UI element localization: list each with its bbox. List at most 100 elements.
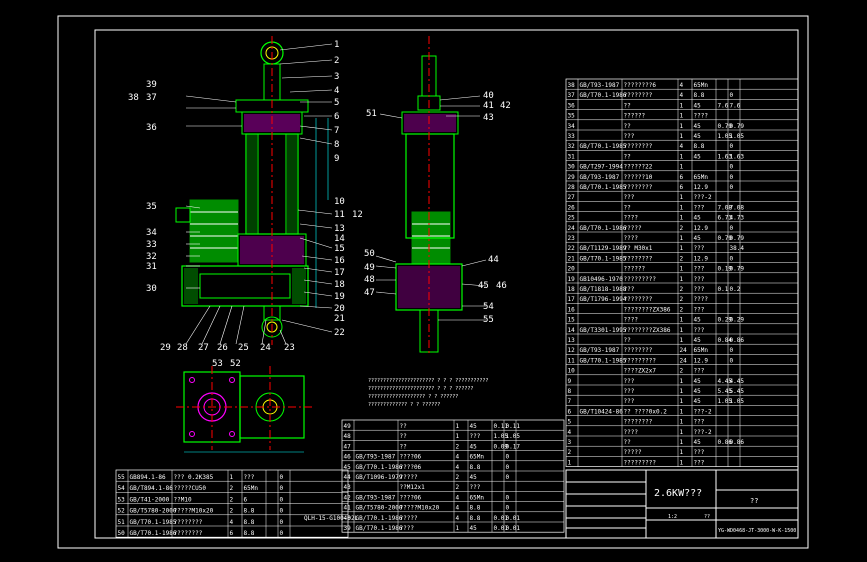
balloon-23: 23 <box>284 343 295 353</box>
table-right-cell: 1 <box>680 266 684 273</box>
table-right-cell: 24 <box>680 357 688 364</box>
table-right-cell: 1 <box>680 408 684 415</box>
balloon-44: 44 <box>488 255 499 265</box>
table-right-cell: 9 <box>568 378 572 385</box>
table-right-cell: 1 <box>680 317 684 324</box>
table-bl-cell: 0 <box>280 508 284 515</box>
table-right-cell: ??? <box>624 194 635 201</box>
table-right-cell: 38.4 <box>730 245 745 252</box>
table-right-cell: 1 <box>680 123 684 130</box>
table-bm-cell: 0.11 <box>506 423 521 430</box>
table-right-cell: 1 <box>680 388 684 395</box>
table-right-cell: 45 <box>694 439 702 446</box>
table-bm-cell: 49 <box>344 423 352 430</box>
table-right-cell: 45 <box>694 123 702 130</box>
table-right-cell: 1.05 <box>730 398 745 405</box>
table-bl-cell: GB/T41-2000 <box>130 496 170 503</box>
table-bm-cell: GB/T5780-2000 <box>356 505 403 512</box>
table-right-cell: 0 <box>730 143 734 150</box>
balloon-21: 21 <box>334 314 345 324</box>
balloon-22: 22 <box>334 328 345 338</box>
table-right-cell: 0 <box>730 255 734 262</box>
table-right-cell: ?? <box>624 153 632 160</box>
balloon-28: 28 <box>177 343 188 353</box>
table-right-cell: 8 <box>568 388 572 395</box>
table-bm-frame <box>341 419 565 533</box>
table-bm-cell: 8.8 <box>470 464 481 471</box>
table-right-cell: 0 <box>730 92 734 99</box>
balloon-6: 6 <box>334 112 339 122</box>
outer-border <box>57 15 809 549</box>
table-right-cell: ?? <box>624 337 632 344</box>
table-right-cell: 0.79 <box>718 235 733 242</box>
table-bm-cell: GB/T1096-1979 <box>356 474 403 481</box>
table-right-cell: 2 <box>680 255 684 262</box>
table-right-cell: 0.79 <box>718 123 733 130</box>
table-right-cell: 0.29 <box>730 317 745 324</box>
table-bl-cell: 55 <box>118 474 126 481</box>
table-right-cell: 1.05 <box>718 398 733 405</box>
table-right-cell: 1.63 <box>718 153 733 160</box>
table-right-cell: 45 <box>694 378 702 385</box>
table-right-cell: 7.08 <box>730 204 745 211</box>
table-bm-cell: 8.8 <box>470 515 481 522</box>
balloon-35: 35 <box>146 202 157 212</box>
table-right-cell: ???????? <box>624 255 653 262</box>
balloon-52: 52 <box>230 359 241 369</box>
table-right-cell: ??? <box>694 306 705 313</box>
balloon-50: 50 <box>364 249 375 259</box>
balloon-37: 37 <box>146 93 157 103</box>
table-right-cell: 7.08 <box>718 204 733 211</box>
table-right-cell: 65Mn <box>694 174 709 181</box>
table-right-cell: ???-2 <box>694 429 712 436</box>
table-right-cell: ????????? <box>624 357 657 364</box>
note-line-4: ????????????? ? ? ?????? <box>368 402 440 408</box>
table-right-cell: ???? <box>694 113 709 120</box>
table-bm-cell: ?? <box>400 433 408 440</box>
table-bm-cell: 2 <box>456 484 460 491</box>
table-right-cell: 0.79 <box>730 266 745 273</box>
table-bl-cell: ??M10 <box>174 496 192 503</box>
table-right-cell: ?????? <box>624 113 646 120</box>
table-bm-cell: 4 <box>456 505 460 512</box>
table-bl-cell: 2 <box>230 496 234 503</box>
table-right-cell: 1 <box>680 429 684 436</box>
balloon-43: 43 <box>483 113 494 123</box>
table-bm-cell: ?????M10x20 <box>400 505 440 512</box>
table-right-cell: ???? <box>624 215 639 222</box>
table-right-cell: 0 <box>730 184 734 191</box>
table-bm-cell: 1.05 <box>506 433 521 440</box>
table-bm-cell: 4 <box>456 464 460 471</box>
table-right-cell: ??? <box>694 266 705 273</box>
table-bm-cell: ????? <box>400 474 418 481</box>
balloon-15: 15 <box>334 244 345 254</box>
table-right-cell: 65Mn <box>694 82 709 89</box>
table-right-cell: 24 <box>680 347 688 354</box>
table-right-cell: 8.8 <box>694 92 705 99</box>
balloon-10: 10 <box>334 197 345 207</box>
table-right-cell: 4 <box>680 143 684 150</box>
table-right-cell: 45 <box>694 153 702 160</box>
table-right-cell: GB/T1129-1989 <box>580 245 627 252</box>
table-bm-cell: ?? <box>400 443 408 450</box>
balloon-51: 51 <box>366 109 377 119</box>
table-right-cell: 0 <box>730 347 734 354</box>
balloon-32: 32 <box>146 252 157 262</box>
table-bm-cell: 0.17 <box>506 443 521 450</box>
table-right-cell: 45 <box>694 388 702 395</box>
table-right-cell: 23 <box>568 235 576 242</box>
table-bl-cell: 2 <box>230 508 234 515</box>
table-right-cell: GB/T3301-1995 <box>580 327 627 334</box>
table-right-cell: 32 <box>568 143 576 150</box>
table-right-cell: 1 <box>680 398 684 405</box>
table-right-cell: 0 <box>730 225 734 232</box>
table-right-cell: ?????? <box>624 266 646 273</box>
table-right-cell: 33 <box>568 133 576 140</box>
balloon-19: 19 <box>334 292 345 302</box>
table-right-cell: ???? <box>624 429 639 436</box>
table-bm-cell: 0 <box>506 505 510 512</box>
table-right-cell: 4 <box>568 429 572 436</box>
